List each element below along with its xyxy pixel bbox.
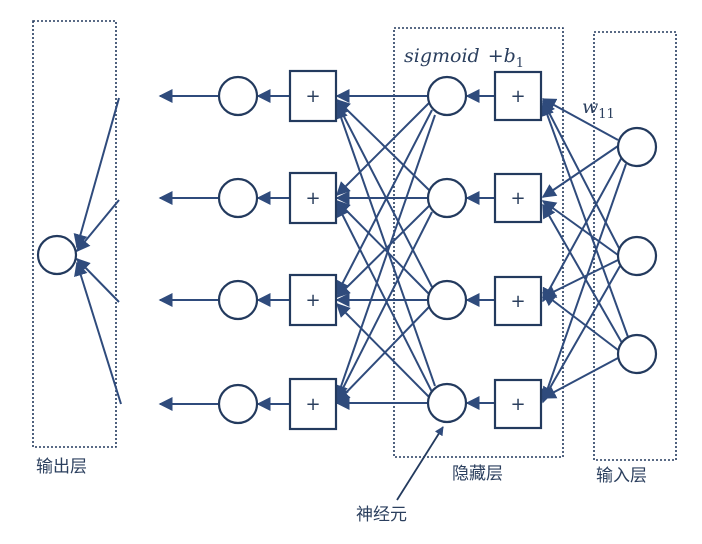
- hidden-neurons: [426, 75, 468, 424]
- sum-node: +: [493, 378, 543, 430]
- connection-line: [540, 163, 627, 404]
- sum-symbol: +: [305, 394, 320, 415]
- input-neurons: [616, 126, 658, 375]
- connection-line: [336, 102, 430, 196]
- connection-line: [334, 104, 436, 387]
- connection-line: [336, 303, 430, 398]
- connection-line: [336, 101, 433, 288]
- hidden-neuron: [426, 279, 468, 321]
- sum-symbol: +: [305, 290, 320, 311]
- hidden-layer-frame: [393, 27, 564, 458]
- neuron-pointer-arrow: [396, 426, 444, 501]
- connection-line: [334, 114, 436, 400]
- connection-line: [336, 306, 430, 404]
- input-neuron: [616, 333, 658, 375]
- sum-symbol: +: [305, 86, 320, 107]
- connection-line: [541, 98, 619, 141]
- connection-line: [76, 199, 120, 253]
- sum-node: +: [493, 275, 543, 327]
- neuron-label: 神经元: [356, 505, 407, 525]
- connection-line: [542, 99, 621, 251]
- connection-line: [336, 205, 430, 298]
- sum-symbol: +: [510, 86, 525, 107]
- output-neurons: [36, 234, 78, 276]
- sum-symbol: +: [510, 291, 525, 312]
- hidden-neuron: [426, 382, 468, 424]
- connection-line: [542, 203, 623, 344]
- connection-line: [336, 200, 430, 295]
- connection-line: [336, 109, 433, 296]
- connection-line: [542, 265, 621, 402]
- sum-node: +: [288, 69, 338, 123]
- input-neuron: [616, 126, 658, 168]
- hidden-layer-label: 隐藏层: [452, 464, 503, 484]
- left-sum-boxes: + + + +: [288, 69, 338, 431]
- connection-line: [336, 211, 433, 402]
- sum-symbol: +: [510, 394, 525, 415]
- sum-node: +: [493, 172, 543, 224]
- output-incoming-connections: [73, 97, 122, 405]
- input-neuron: [616, 235, 658, 277]
- sum-node: +: [288, 273, 338, 327]
- next-layer-neuron: [217, 75, 259, 117]
- left-sum-to-neuron-arrows: [256, 89, 290, 411]
- next-layer-neuron: [217, 383, 259, 425]
- connection-line: [541, 200, 619, 256]
- connection-line: [73, 97, 120, 249]
- connection-line: [541, 259, 619, 298]
- connection-line: [541, 357, 619, 399]
- sum-node: +: [493, 70, 543, 122]
- outgoing-arrows: [158, 89, 218, 411]
- hidden-neuron: [426, 75, 468, 117]
- left-neurons: [217, 75, 259, 425]
- sum-node: +: [288, 171, 338, 225]
- hidden-sum-to-neuron-arrows: [465, 89, 495, 410]
- next-layer-neuron: [217, 177, 259, 219]
- output-layer-frame: [32, 20, 117, 448]
- sum-symbol: +: [305, 188, 320, 209]
- sum-node: +: [288, 377, 338, 431]
- hidden-neuron: [426, 177, 468, 219]
- weight-label: w11: [582, 96, 615, 122]
- next-layer-neuron: [217, 279, 259, 321]
- hidden-to-next-connections: [334, 89, 436, 410]
- sum-symbol: +: [510, 188, 525, 209]
- output-neuron: [36, 234, 78, 276]
- output-layer-label: 输出层: [36, 457, 87, 477]
- input-layer-label: 输入层: [596, 466, 647, 486]
- activation-label: sigmoid+b1: [404, 45, 524, 71]
- connection-line: [541, 292, 619, 351]
- connection-line: [335, 99, 430, 191]
- input-to-hidden-connections: [540, 98, 629, 404]
- connection-line: [540, 101, 629, 338]
- connection-line: [74, 261, 122, 405]
- hidden-sum-boxes: + + + +: [493, 70, 543, 430]
- connection-line: [336, 202, 433, 393]
